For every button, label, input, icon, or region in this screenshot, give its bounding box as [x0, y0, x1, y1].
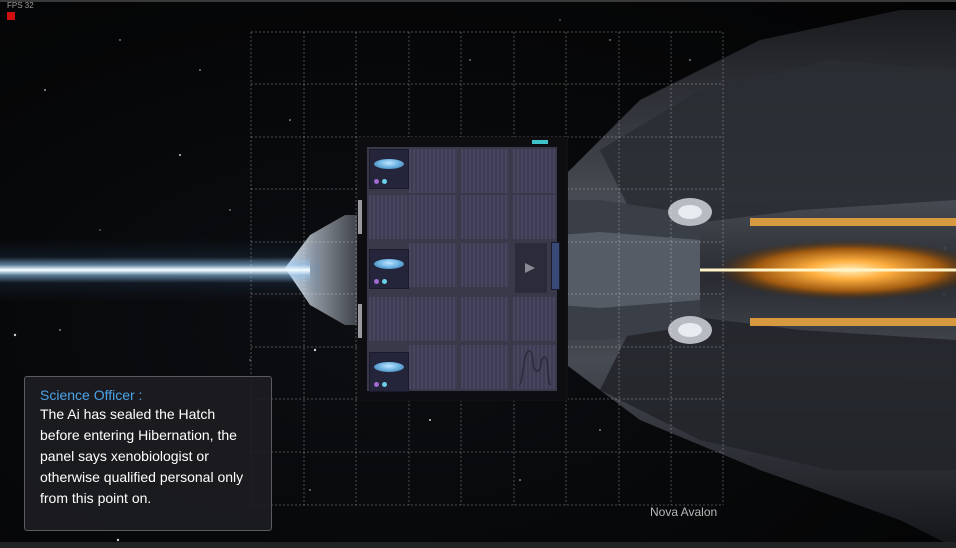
panel-cell[interactable] — [409, 195, 457, 239]
dialog-speaker: Science Officer : — [40, 387, 143, 403]
top-border — [0, 0, 956, 2]
slot-status-dot-purple — [374, 382, 379, 387]
play-triangle-icon — [525, 263, 535, 273]
panel-cell[interactable] — [461, 243, 509, 287]
specimen-slot-1[interactable] — [369, 149, 409, 189]
panel-cell[interactable] — [461, 195, 509, 239]
slot-status-dot-purple — [374, 279, 379, 284]
waveform-icon — [518, 350, 552, 386]
panel-grid — [367, 147, 557, 392]
panel-cell[interactable] — [461, 297, 509, 341]
panel-cell[interactable] — [513, 195, 555, 239]
panel-cell[interactable] — [513, 297, 555, 341]
panel-cell[interactable] — [369, 297, 407, 341]
panel-cell[interactable] — [409, 297, 457, 341]
slot-status-dot-cyan — [382, 279, 387, 284]
panel-cell[interactable] — [409, 345, 457, 389]
status-indicator-light — [532, 140, 548, 144]
ship-name-label: Nova Avalon — [650, 505, 718, 519]
dialog-box: Science Officer : The Ai has sealed the … — [24, 376, 272, 531]
slot-status-dot-purple — [374, 179, 379, 184]
fps-indicator — [7, 12, 15, 20]
slot-status-dot-cyan — [382, 179, 387, 184]
play-button[interactable] — [515, 243, 547, 293]
hatch-release-handle[interactable] — [551, 242, 560, 290]
thruster-beam — [0, 257, 310, 283]
panel-cell[interactable] — [461, 345, 509, 389]
fps-counter: FPS 32 — [7, 1, 34, 10]
hatch-panel[interactable] — [357, 137, 568, 401]
panel-cell[interactable] — [461, 149, 509, 193]
dialog-message: The Ai has sealed the Hatch before enter… — [40, 406, 244, 506]
slot-status-dot-cyan — [382, 382, 387, 387]
panel-left-latch-bottom[interactable] — [358, 304, 362, 338]
specimen-dish-icon — [374, 159, 404, 169]
panel-cell[interactable] — [369, 195, 407, 239]
panel-cell[interactable] — [513, 149, 555, 193]
specimen-slot-2[interactable] — [369, 249, 409, 289]
panel-cell[interactable] — [513, 345, 555, 389]
panel-cell[interactable] — [409, 149, 457, 193]
panel-cell[interactable] — [409, 243, 457, 287]
specimen-dish-icon — [374, 362, 404, 372]
specimen-slot-3[interactable] — [369, 352, 409, 392]
panel-left-latch-top[interactable] — [358, 200, 362, 234]
bottom-border — [0, 542, 956, 548]
specimen-dish-icon — [374, 259, 404, 269]
